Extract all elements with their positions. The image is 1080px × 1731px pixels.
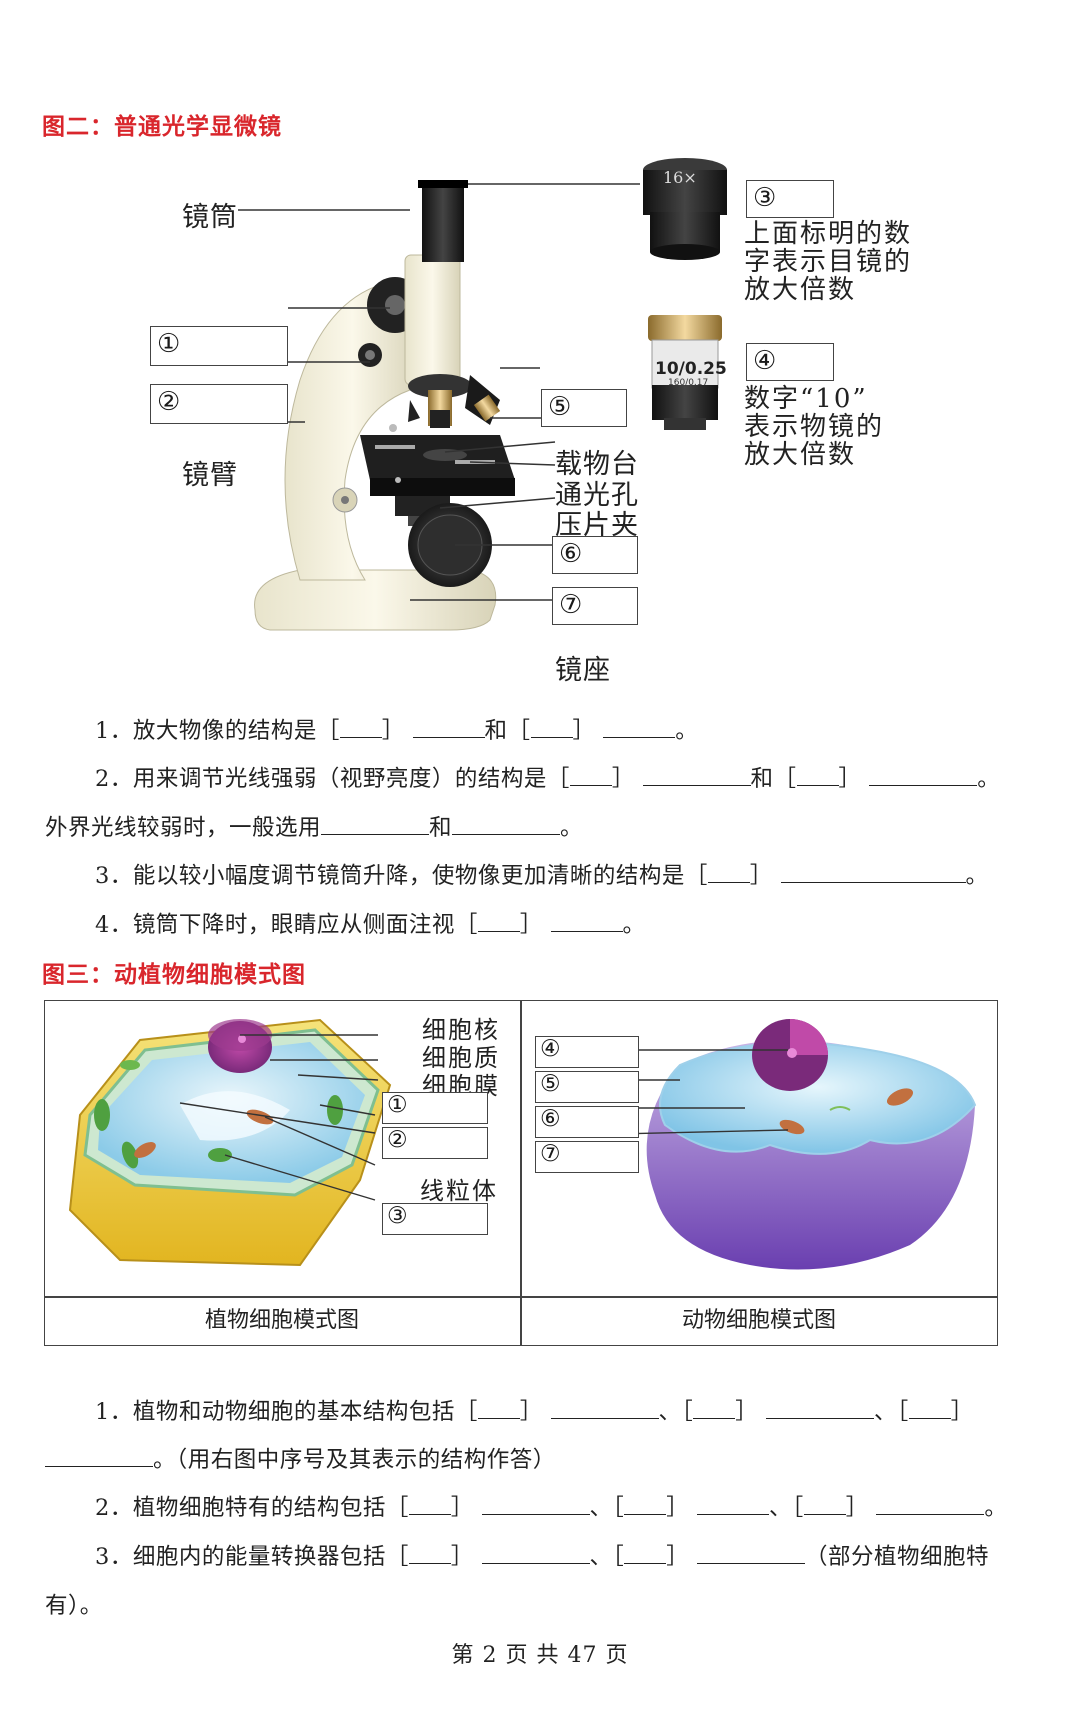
label-base: 镜座 xyxy=(555,655,611,686)
objective-sub-mark: 160/0.17 xyxy=(668,378,708,388)
plant-cell-caption: 植物细胞模式图 xyxy=(204,1308,359,1333)
label-arm: 镜臂 xyxy=(182,460,238,491)
animal-cell-caption: 动物细胞模式图 xyxy=(681,1308,836,1333)
microscope-illustration: 16× 10/0.25 160/0.17 xyxy=(238,158,727,631)
label-hole: 通光孔 xyxy=(555,480,639,511)
figure3-title: 图三：动植物细胞模式图 xyxy=(42,962,306,988)
question3-1-cont: 。（用右图中序号及其表示的结构作答） xyxy=(45,1442,556,1474)
plant-answer-box-2[interactable]: ② xyxy=(382,1127,488,1159)
question2-2-cont: 外界光线较弱时，一般选用和。 xyxy=(45,815,584,841)
label-clip: 压片夹 xyxy=(555,510,639,541)
question3-2: 2．植物细胞特有的结构包括［］ 、［］ 、［］ 。 xyxy=(95,1495,1008,1521)
plant-label-cytoplasm: 细胞质 xyxy=(422,1044,500,1072)
question3-3: 3．细胞内的能量转换器包括［］ 、［］ （部分植物细胞特 xyxy=(95,1544,989,1570)
plant-cell-illustration xyxy=(68,1018,392,1267)
answer-box-3[interactable]: ③ xyxy=(746,180,834,218)
question2-3: 3．能以较小幅度调节镜筒升降，使物像更加清晰的结构是［］ 。 xyxy=(95,863,989,889)
question3-3-cont: 有）。 xyxy=(45,1593,103,1619)
objective-description: 数字“10” 表示物镜的 放大倍数 xyxy=(744,385,884,469)
eyepiece-desc-line-3: 放大倍数 xyxy=(744,275,857,305)
figure2-title: 图二：普通光学显微镜 xyxy=(42,114,282,140)
animal-answer-box-6[interactable]: ⑥ xyxy=(535,1106,639,1138)
plant-label-nucleus: 细胞核 xyxy=(422,1016,500,1044)
question2-1: 1．放大物像的结构是［］ 和［］ 。 xyxy=(95,718,699,744)
question2-4: 4．镜筒下降时，眼睛应从侧面注视［］ 。 xyxy=(95,912,646,938)
label-tube: 镜筒 xyxy=(182,202,238,233)
label-stage: 载物台 xyxy=(555,449,639,480)
objective-desc-line-1: 数字“10” xyxy=(744,384,868,414)
animal-answer-box-5[interactable]: ⑤ xyxy=(535,1071,639,1103)
plant-label-mitochondria: 线粒体 xyxy=(420,1177,498,1205)
eyepiece-desc-line-2: 字表示目镜的 xyxy=(744,247,913,277)
eyepiece-mark: 16× xyxy=(663,168,697,187)
objective-mark: 10/0.25 xyxy=(655,359,727,379)
answer-box-4[interactable]: ④ xyxy=(746,343,834,381)
answer-box-7[interactable]: ⑦ xyxy=(552,587,638,625)
objective-desc-line-3: 放大倍数 xyxy=(744,440,857,470)
answer-box-6[interactable]: ⑥ xyxy=(552,536,638,574)
answer-box-5[interactable]: ⑤ xyxy=(541,389,627,427)
objective-desc-line-2: 表示物镜的 xyxy=(744,412,885,442)
plant-answer-box-1[interactable]: ① xyxy=(382,1092,488,1124)
answer-box-1[interactable]: ① xyxy=(150,326,288,366)
animal-answer-box-7[interactable]: ⑦ xyxy=(535,1141,639,1173)
plant-answer-box-3[interactable]: ③ xyxy=(382,1203,488,1235)
question3-1: 1．植物和动物细胞的基本结构包括［］ 、［］ 、［］ xyxy=(95,1399,974,1425)
eyepiece-desc-line-1: 上面标明的数 xyxy=(744,219,913,249)
animal-answer-box-4[interactable]: ④ xyxy=(535,1036,639,1068)
question2-2: 2．用来调节光线强弱（视野亮度）的结构是［］ 和［］ 。 xyxy=(95,766,1001,792)
eyepiece-description: 上面标明的数 字表示目镜的 放大倍数 xyxy=(744,220,912,304)
answer-box-2[interactable]: ② xyxy=(150,384,288,424)
page-footer: 第 2 页 共 47 页 xyxy=(451,1643,629,1668)
animal-cell-illustration xyxy=(574,1019,977,1270)
